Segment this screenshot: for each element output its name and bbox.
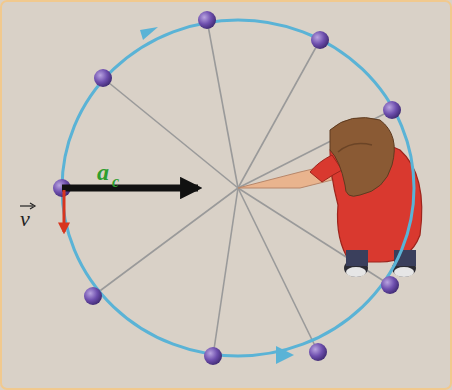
circular-path (62, 20, 414, 356)
velocity-arrow (63, 190, 66, 232)
vector-symbol (20, 205, 33, 206)
path-arrowhead (276, 346, 294, 364)
acceleration-arrow (62, 185, 198, 192)
person (238, 118, 422, 277)
path-arrowhead (140, 27, 158, 40)
velocity-symbol: v (20, 208, 30, 230)
acceleration-symbol: a (97, 160, 109, 184)
balls (53, 11, 401, 365)
vector-symbol (30, 203, 35, 209)
acceleration-subscript: c (112, 174, 119, 190)
